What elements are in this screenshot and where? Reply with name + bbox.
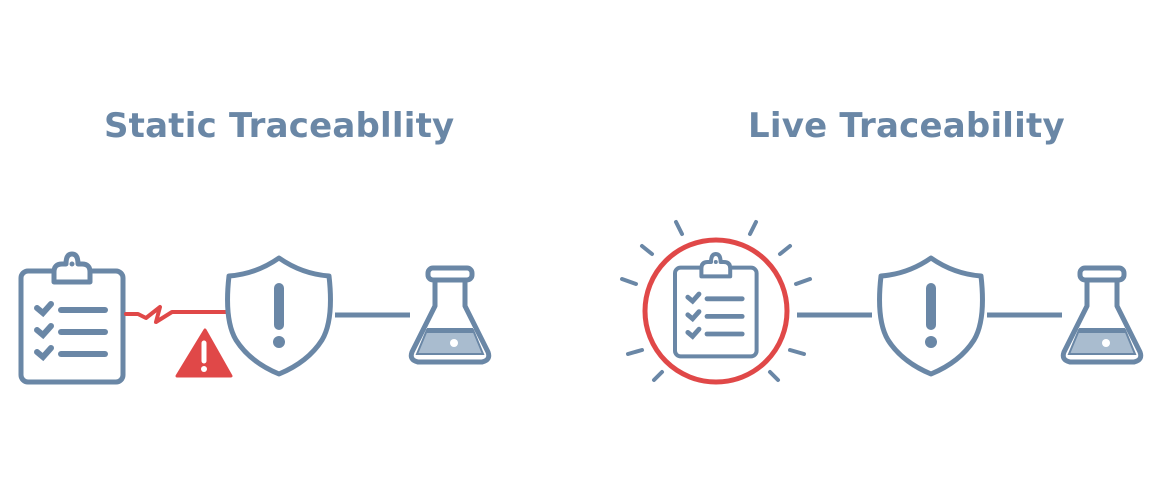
static-traceability-title: Static Traceabllity [104, 106, 455, 146]
flask-icon [1063, 268, 1141, 362]
live-traceability-title: Live Traceability [748, 106, 1065, 146]
clipboard-highlight-ring [642, 237, 790, 385]
warning-triangle-icon [175, 328, 233, 378]
static-panel [21, 254, 489, 382]
shield-warning-icon [228, 258, 331, 374]
broken-link-line [124, 305, 228, 324]
live-panel [620, 220, 1141, 385]
flask-icon [411, 268, 489, 362]
clipboard-checklist-icon [21, 254, 123, 382]
shield-warning-icon [880, 258, 983, 374]
clipboard-checklist-icon [675, 254, 757, 356]
highlight-rays [620, 220, 812, 382]
